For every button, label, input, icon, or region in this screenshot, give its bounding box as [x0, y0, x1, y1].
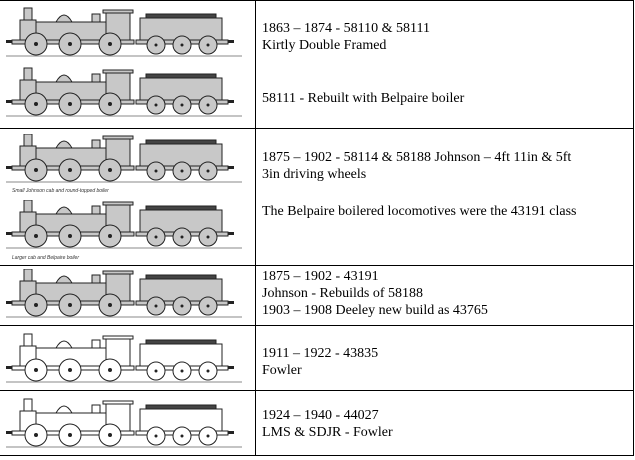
row-divider: [0, 128, 634, 129]
row-divider: [0, 390, 634, 391]
row-2-text: 1875 – 1902 - 58114 & 58188 Johnson – 4f…: [262, 149, 571, 183]
row-divider: [0, 325, 634, 326]
text-line: 1911 – 1922 - 43835: [262, 346, 379, 361]
text-line: 58111 - Rebuilt with Belpaire boiler: [262, 91, 465, 106]
locomotive-drawing: [6, 269, 242, 318]
row-4-text: 1911 – 1922 - 43835 Fowler: [262, 345, 378, 379]
text-line: 1863 – 1874 - 58110 & 58111: [262, 21, 430, 36]
image-caption: Larger cab and Belpaire boiler: [12, 255, 79, 261]
table-border-bottom: [0, 455, 634, 456]
text-line: Johnson - Rebuilds of 58188: [262, 286, 423, 301]
row-divider: [0, 265, 634, 266]
table-border-top: [0, 0, 634, 1]
image-caption: Small Johnson cab and round-topped boile…: [12, 188, 109, 194]
text-line: 1875 – 1902 - 43191: [262, 269, 379, 284]
table-border-right: [633, 0, 634, 456]
row-5-text: 1924 – 1940 - 44027 LMS & SDJR - Fowler: [262, 407, 393, 441]
text-line: 1924 – 1940 - 44027: [262, 408, 379, 423]
text-line: 1875 – 1902 - 58114 & 58188 Johnson – 4f…: [262, 150, 572, 165]
text-line: Fowler: [262, 363, 302, 378]
locomotive-drawing: [6, 134, 242, 183]
text-line: The Belpaire boilered locomotives were t…: [262, 204, 577, 219]
text-line: 1903 – 1908 Deeley new build as 43765: [262, 303, 488, 318]
locomotive-drawing: [6, 200, 242, 249]
locomotive-drawing: [6, 67, 242, 117]
column-divider: [255, 0, 256, 456]
row-1-text: 1863 – 1874 - 58110 & 58111 Kirtly Doubl…: [262, 20, 430, 54]
locomotive-drawing: [6, 7, 242, 57]
locomotive-drawing: [6, 333, 242, 383]
row-3-text: 1875 – 1902 - 43191 Johnson - Rebuilds o…: [262, 268, 488, 319]
locomotive-drawing: [6, 398, 242, 448]
text-line: 3in driving wheels: [262, 167, 367, 182]
text-line: LMS & SDJR - Fowler: [262, 425, 393, 440]
text-line: Kirtly Double Framed: [262, 38, 387, 53]
